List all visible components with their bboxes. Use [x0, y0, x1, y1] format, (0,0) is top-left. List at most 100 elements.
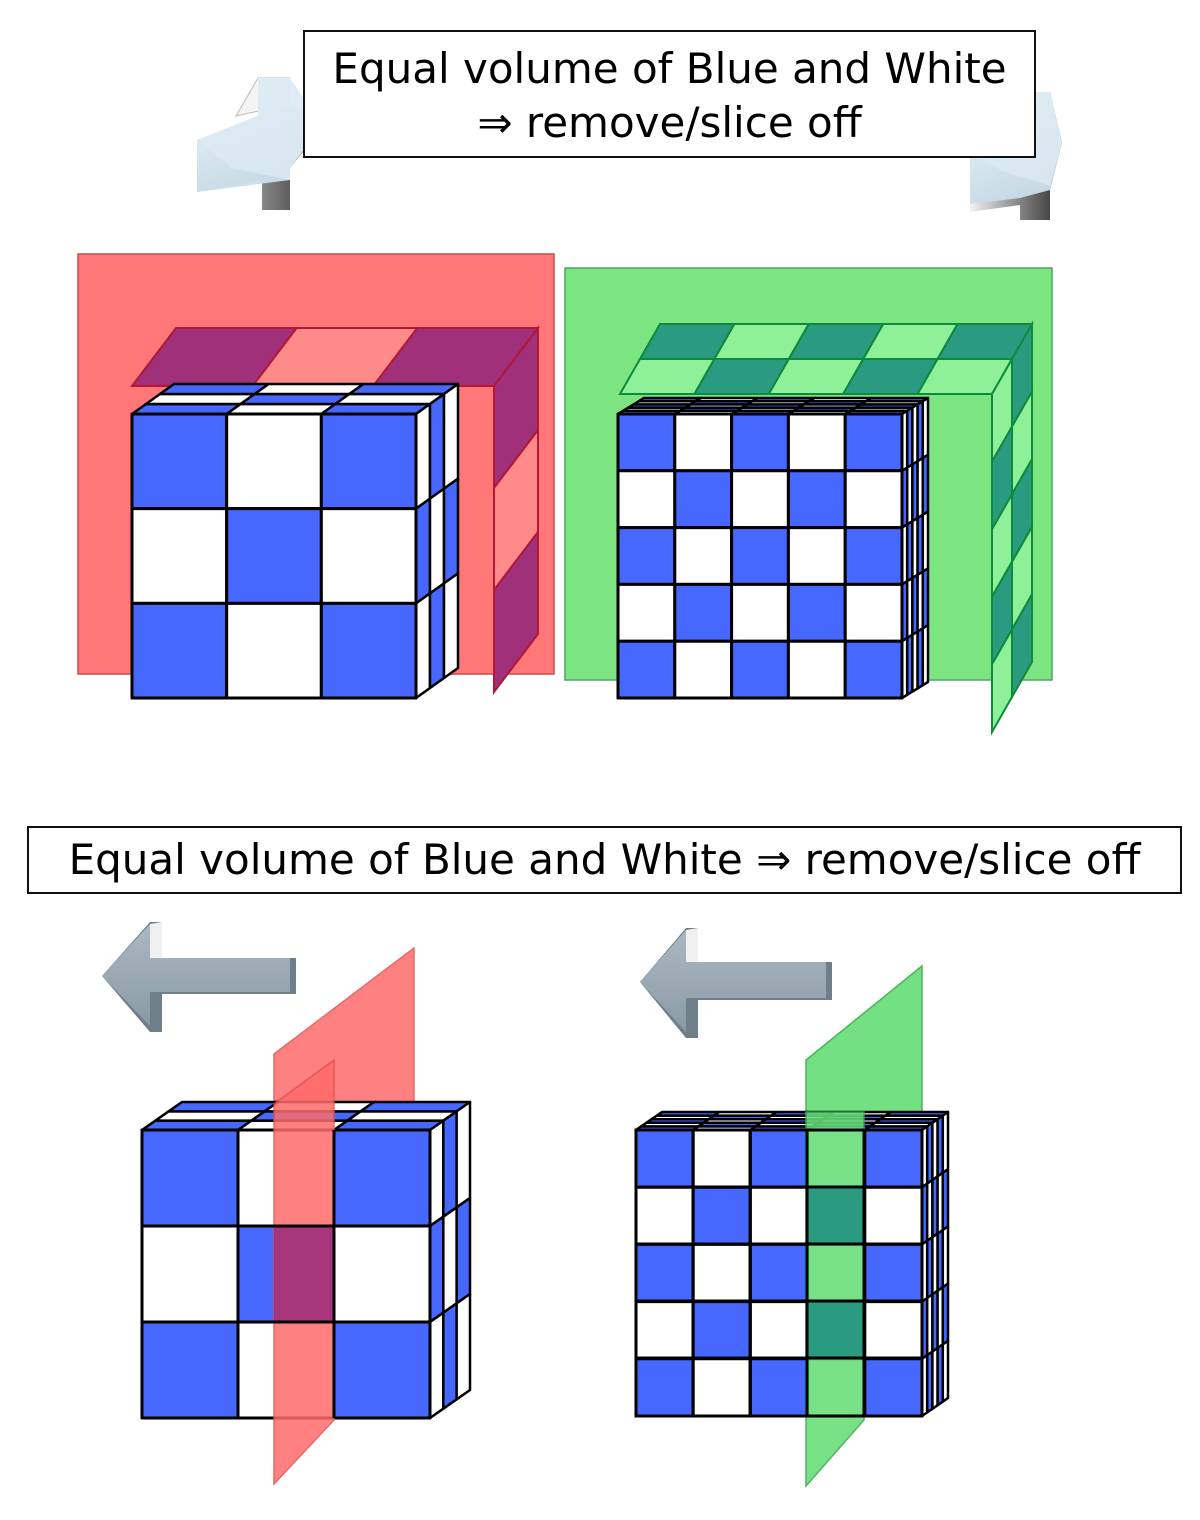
- front-face-cell: [332, 1128, 432, 1228]
- front-face-cell: [691, 1300, 752, 1361]
- side-face-cell: [442, 477, 460, 585]
- front-face-cell: [130, 601, 229, 700]
- side-face-cell: [414, 592, 432, 700]
- front-face-cell: [786, 412, 847, 473]
- side-face-cell: [442, 382, 460, 490]
- front-face-cell: [748, 1185, 810, 1246]
- cube-5x5-cut-green-plane: [634, 964, 950, 1488]
- front-face-cell: [748, 1242, 810, 1304]
- cube-3x3-behind-red-plane: [77, 253, 555, 700]
- front-face-cell: [786, 526, 847, 586]
- side-face-cell: [414, 497, 432, 605]
- green-overlap-cell: [806, 1187, 864, 1244]
- front-face-cell: [616, 412, 677, 473]
- front-face-cell: [730, 469, 790, 530]
- front-face-cell: [863, 1357, 924, 1418]
- top-face-cell: [637, 396, 703, 403]
- front-face-cell: [673, 526, 734, 586]
- side-face-cell: [428, 1119, 445, 1228]
- side-face-cell: [442, 1110, 458, 1218]
- front-face-cell: [319, 412, 418, 511]
- side-face-cell: [941, 1110, 950, 1175]
- front-face-cell: [616, 582, 677, 643]
- side-face-cell: [428, 392, 446, 500]
- caption-bottom: Equal volume of Blue and White ⇒ remove/…: [27, 826, 1182, 894]
- left-arrow-icon: [102, 922, 296, 1032]
- front-face-cell: [863, 1300, 924, 1361]
- top-face-cell: [751, 396, 816, 403]
- cube-outline: [130, 412, 418, 700]
- side-face-cell: [921, 453, 930, 517]
- front-face-cell: [730, 582, 790, 643]
- side-face-cell: [921, 623, 930, 687]
- top-face-cell: [239, 392, 351, 406]
- front-face-cell: [634, 1242, 695, 1304]
- top-face-cell: [144, 392, 256, 406]
- front-face-cell: [319, 507, 418, 605]
- front-face-cell: [691, 1185, 752, 1246]
- side-face-cell: [442, 572, 460, 680]
- side-face-cell: [442, 1206, 458, 1314]
- side-face-cell: [941, 1225, 950, 1289]
- front-face-cell: [673, 639, 734, 700]
- front-face-cell: [691, 1242, 752, 1304]
- side-face-cell: [442, 1302, 458, 1410]
- front-face-cell: [140, 1128, 240, 1228]
- front-face-cell: [319, 601, 418, 700]
- front-face-cell: [786, 469, 847, 530]
- front-face-cell: [140, 1320, 240, 1420]
- front-face-cell: [863, 1242, 924, 1304]
- front-face-cell: [673, 412, 734, 473]
- cube-outline: [616, 412, 904, 700]
- front-face-cell: [634, 1357, 695, 1418]
- side-face-cell: [414, 402, 432, 510]
- green-overlap-cell: [806, 1301, 864, 1358]
- front-face-cell: [748, 1357, 810, 1418]
- side-face-cell: [921, 510, 930, 573]
- front-face-cell: [843, 412, 904, 473]
- front-face-cell: [843, 639, 904, 700]
- side-face-cell: [455, 1100, 472, 1209]
- top-face-cell: [167, 1100, 280, 1113]
- front-face-cell: [634, 1128, 695, 1189]
- side-face-cell: [428, 1215, 445, 1324]
- side-face-cell: [455, 1196, 472, 1305]
- side-face-cell: [428, 1311, 445, 1420]
- top-face-cell: [253, 382, 365, 396]
- top-face-cell: [712, 1110, 778, 1117]
- top-face-cell: [158, 382, 270, 396]
- front-face-cell: [634, 1300, 695, 1361]
- left-arrow-icon: [640, 928, 832, 1038]
- top-face-cell: [154, 1110, 266, 1122]
- top-face-cell: [334, 392, 446, 406]
- side-face-cell: [941, 1167, 950, 1232]
- front-face-cell: [634, 1185, 695, 1246]
- front-face-cell: [786, 639, 847, 700]
- side-face-cell: [941, 1339, 950, 1403]
- caption-top-line1: Equal volume of Blue and White: [332, 44, 1007, 93]
- front-face-cell: [843, 526, 904, 586]
- front-face-cell: [225, 601, 323, 700]
- front-face-cell: [616, 526, 677, 586]
- top-face-cell: [655, 1110, 721, 1117]
- side-face-cell: [428, 487, 446, 595]
- front-face-cell: [225, 412, 323, 511]
- side-face-cell: [428, 582, 446, 690]
- top-face-cell: [864, 396, 930, 403]
- front-face-cell: [673, 469, 734, 530]
- caption-top: Equal volume of Blue and White ⇒ remove/…: [303, 30, 1036, 158]
- ghost-side-cell: [991, 625, 1013, 736]
- front-face-cell: [616, 469, 677, 530]
- front-face-cell: [748, 1300, 810, 1361]
- side-face-cell: [921, 567, 930, 630]
- front-face-cell: [332, 1224, 432, 1324]
- grid-lines: [142, 1130, 430, 1418]
- right-arrow-icon: [197, 77, 322, 210]
- front-face-cell: [730, 639, 790, 700]
- front-face-cell: [748, 1128, 810, 1189]
- front-face-cell: [730, 412, 790, 473]
- side-face-cell: [455, 1292, 472, 1401]
- front-face-cell: [691, 1128, 752, 1189]
- front-face-cell: [730, 526, 790, 586]
